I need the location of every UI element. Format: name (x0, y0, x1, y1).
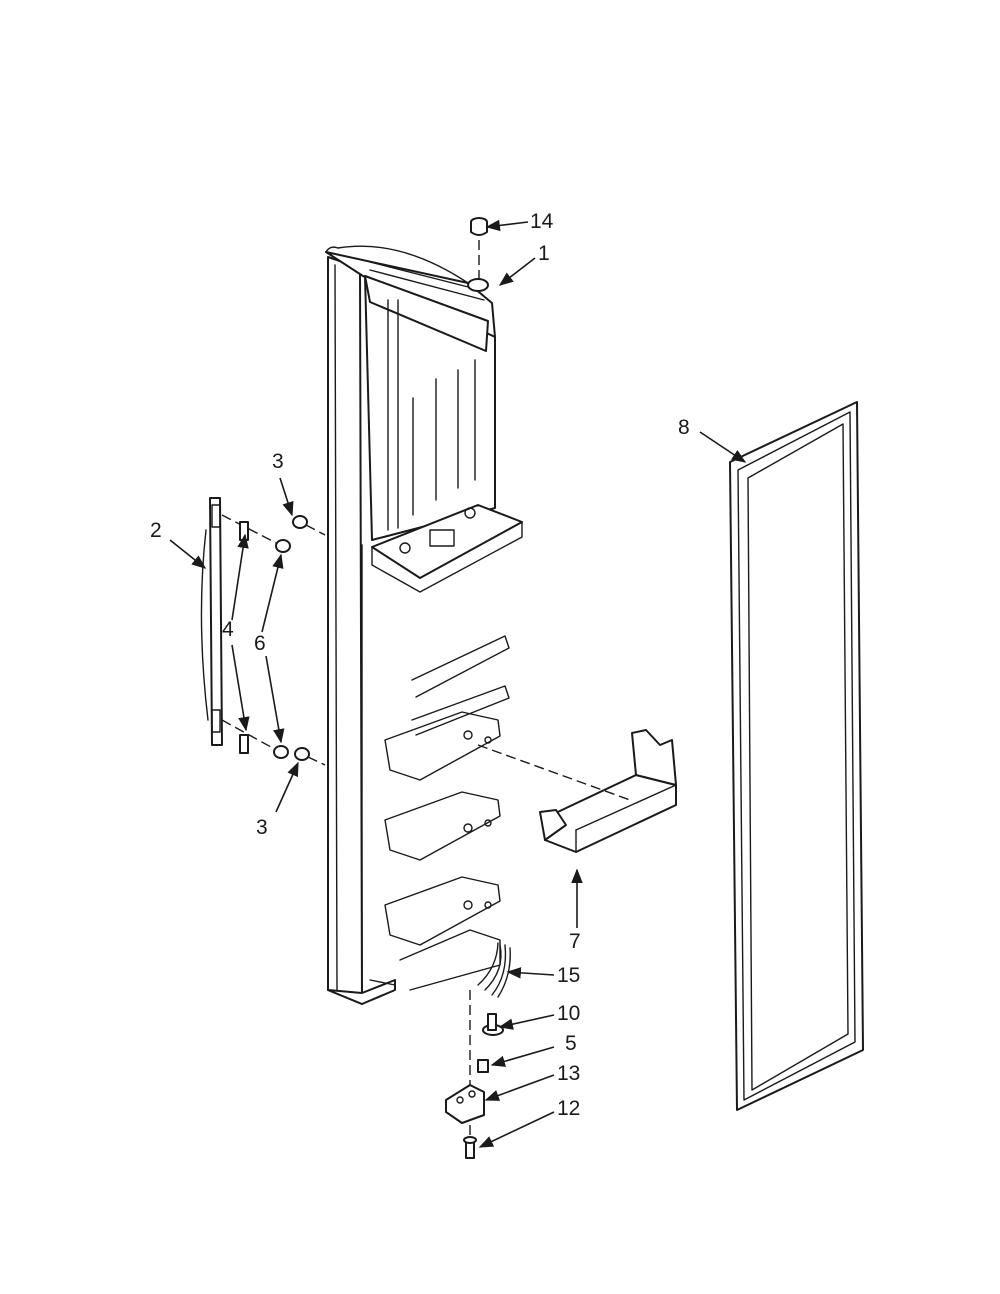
callout-5: 5 (565, 1032, 577, 1055)
callout-10: 10 (557, 1002, 580, 1025)
handle-screws (239, 515, 326, 766)
callout-3-top: 3 (272, 450, 284, 473)
callout-14: 14 (530, 210, 554, 233)
top-bushing (470, 217, 488, 280)
hinge-assembly (445, 990, 504, 1159)
callout-labels: 14 1 8 3 2 4 6 3 7 15 10 5 13 12 (150, 210, 690, 1120)
callout-4: 4 (222, 618, 234, 641)
callout-6: 6 (254, 632, 266, 655)
callout-13: 13 (557, 1062, 580, 1085)
callout-3-bottom: 3 (256, 816, 268, 839)
door-bin (477, 729, 677, 853)
wire-harness (477, 942, 511, 998)
door-gasket (729, 401, 864, 1111)
callout-7: 7 (569, 930, 581, 953)
callout-8: 8 (678, 416, 690, 439)
callout-leaders (169, 219, 747, 1148)
callout-2: 2 (150, 519, 162, 542)
door-handle (200, 497, 281, 753)
callout-15: 15 (557, 964, 580, 987)
callout-12: 12 (557, 1097, 580, 1120)
callout-1: 1 (538, 242, 550, 265)
door-panel (325, 245, 523, 1005)
